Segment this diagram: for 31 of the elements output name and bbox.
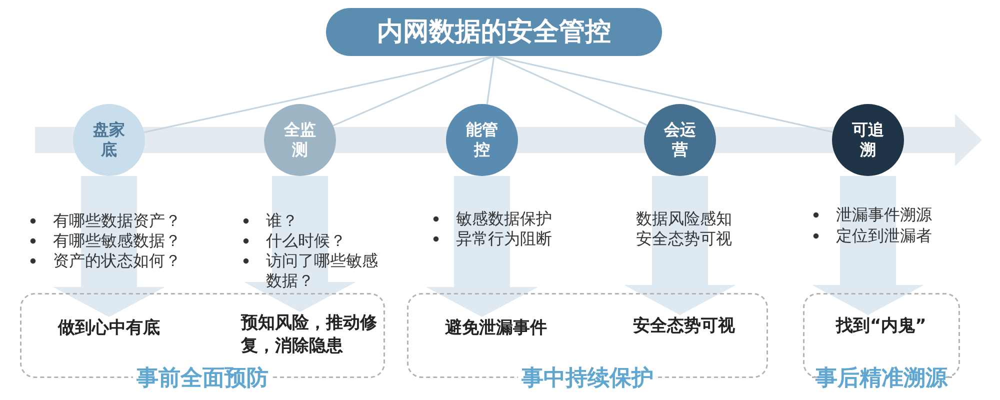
stage-label: 会运营	[663, 120, 697, 160]
group-title: 事前全面预防	[136, 366, 268, 392]
outcome-text: 预知风险，推动修复，消除隐患	[241, 312, 379, 358]
bullet-item: 敏感数据保护	[430, 209, 552, 229]
connector-line	[486, 56, 495, 105]
outcome-text: 避免泄漏事件	[445, 317, 547, 340]
wide-arrow	[53, 176, 165, 317]
outcome-text: 安全态势可视	[633, 315, 735, 338]
outcome-text: 做到心中有底	[58, 317, 160, 340]
stage-label: 可追溯	[851, 120, 885, 160]
connector-line	[494, 55, 648, 126]
wide-arrow	[426, 176, 538, 317]
outcome-text: 找到“内鬼”	[836, 315, 926, 338]
bullet-item: 异常行为阻断	[430, 229, 552, 249]
bullet-item: 泄漏事件溯源	[810, 205, 932, 225]
wide-arrow	[812, 176, 924, 315]
stage-label: 全监测	[283, 120, 317, 160]
wide-arrow	[244, 176, 356, 312]
pill-text: 内网数据的安全管控	[377, 16, 611, 48]
title-pill	[326, 8, 662, 56]
connector-line	[144, 55, 494, 134]
wide-arrow	[624, 176, 736, 315]
group-title: 事后精准溯源	[816, 366, 948, 392]
stage-label: 盘家底	[92, 120, 126, 160]
connector-line	[332, 55, 494, 126]
connector-line	[494, 55, 834, 133]
bullet-item: 定位到泄漏者	[810, 226, 932, 246]
list-text: 安全态势可视	[636, 229, 732, 249]
list-text: 数据风险感知	[636, 209, 732, 229]
stage-label: 能管控	[465, 120, 499, 160]
group-title: 事中持续保护	[522, 366, 654, 392]
